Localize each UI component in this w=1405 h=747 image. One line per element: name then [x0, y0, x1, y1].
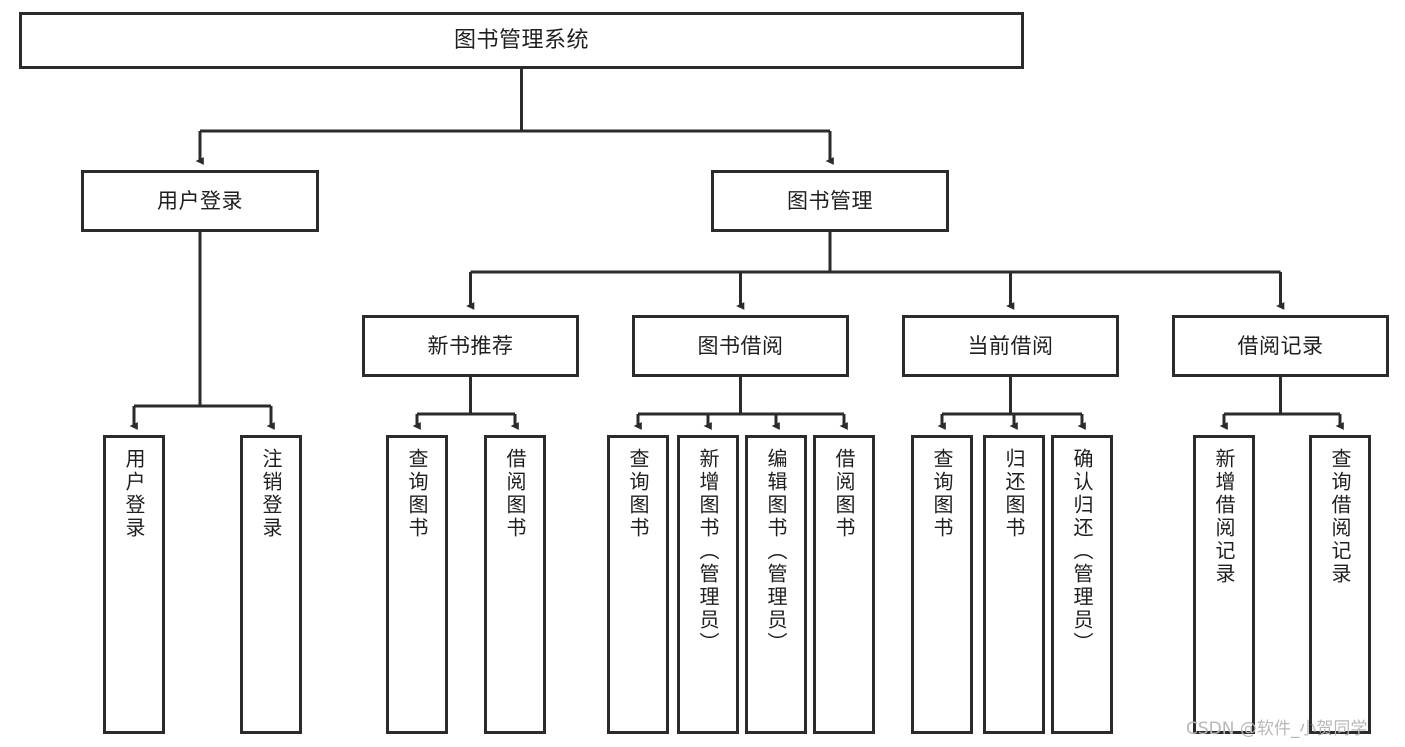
node-label: 新书推荐 [427, 333, 514, 358]
node-current-borrow[interactable]: 当前借阅 [902, 315, 1119, 377]
node-label: 用户登录 [122, 448, 146, 540]
node-leaf-query-book-1[interactable]: 查询图书 [386, 435, 448, 734]
node-label: 查询图书 [405, 448, 429, 540]
watermark-text: CSDN @软件_小贺同学 [1186, 719, 1368, 739]
node-label: 查询图书 [930, 448, 954, 540]
node-label: 图书管理 [787, 188, 873, 213]
node-user-login[interactable]: 用户登录 [81, 170, 319, 232]
node-leaf-query-book-3[interactable]: 查询图书 [911, 435, 973, 734]
node-label: 编辑图书（管理员） [764, 448, 788, 655]
node-leaf-logout[interactable]: 注销登录 [240, 435, 302, 734]
node-label: 借阅记录 [1237, 333, 1324, 358]
node-leaf-add-record[interactable]: 新增借阅记录 [1193, 435, 1255, 734]
node-leaf-return-book[interactable]: 归还图书 [983, 435, 1045, 734]
node-label: 新增借阅记录 [1212, 448, 1236, 586]
node-leaf-borrow-book-2[interactable]: 借阅图书 [813, 435, 875, 734]
node-leaf-edit-book[interactable]: 编辑图书（管理员） [745, 435, 807, 734]
node-book-borrow[interactable]: 图书借阅 [632, 315, 849, 377]
node-label: 确认归还（管理员） [1070, 448, 1094, 655]
node-label: 用户登录 [157, 188, 243, 213]
node-label: 图书借阅 [697, 333, 784, 358]
node-borrow-record[interactable]: 借阅记录 [1172, 315, 1389, 377]
node-leaf-borrow-book-1[interactable]: 借阅图书 [484, 435, 546, 734]
node-root[interactable]: 图书管理系统 [19, 12, 1024, 69]
node-label: 当前借阅 [967, 333, 1054, 358]
node-label: 图书管理系统 [453, 27, 589, 53]
node-label: 新增图书（管理员） [696, 448, 720, 655]
node-leaf-confirm-return[interactable]: 确认归还（管理员） [1051, 435, 1113, 734]
node-leaf-query-book-2[interactable]: 查询图书 [607, 435, 669, 734]
node-label: 注销登录 [259, 448, 283, 540]
node-new-book-recommend[interactable]: 新书推荐 [362, 315, 579, 377]
node-label: 归还图书 [1002, 448, 1026, 540]
node-label: 查询图书 [626, 448, 650, 540]
node-label: 借阅图书 [503, 448, 527, 540]
node-label: 查询借阅记录 [1328, 448, 1352, 586]
node-leaf-user-login[interactable]: 用户登录 [103, 435, 165, 734]
node-leaf-query-record[interactable]: 查询借阅记录 [1309, 435, 1371, 734]
node-leaf-add-book[interactable]: 新增图书（管理员） [677, 435, 739, 734]
node-book-manage[interactable]: 图书管理 [711, 170, 949, 232]
node-label: 借阅图书 [832, 448, 856, 540]
